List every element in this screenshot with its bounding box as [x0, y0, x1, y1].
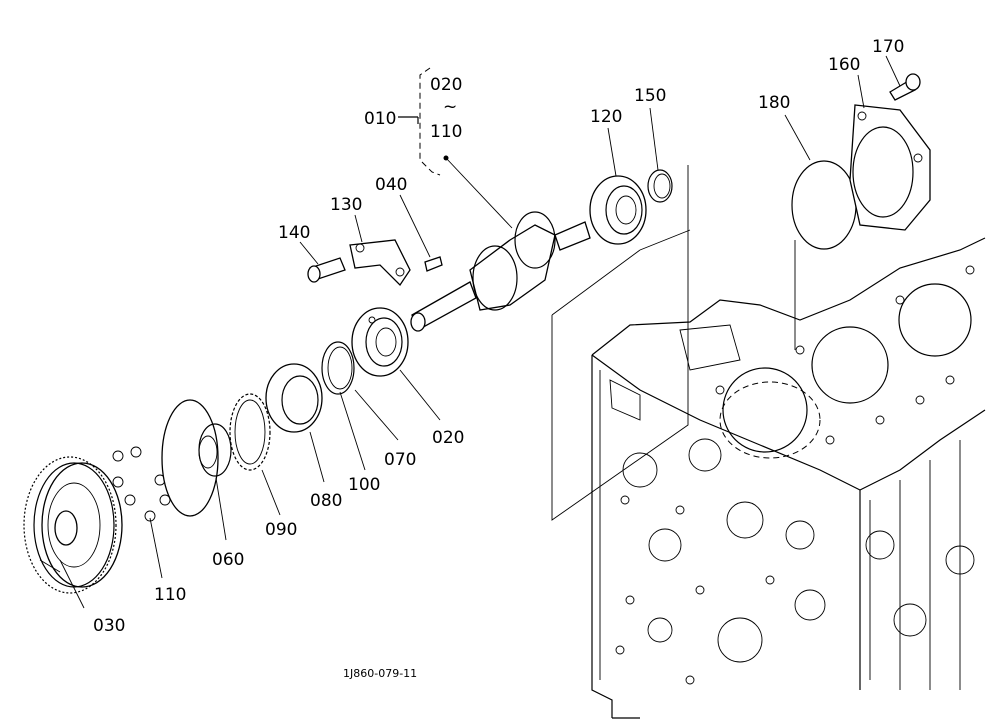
callout-110: 110 — [154, 585, 186, 605]
callout-range-tilde: ~ — [443, 97, 457, 117]
callout-060: 060 — [212, 550, 244, 570]
crank-gear-030 — [23, 456, 123, 594]
callout-020-range-start: 020 — [430, 75, 462, 95]
snap-ring-090 — [229, 393, 271, 471]
callout-140: 140 — [278, 223, 310, 243]
ball-bearing-120 — [589, 175, 647, 245]
block-bolt-holes — [615, 265, 975, 685]
assembly-bracket-010 — [398, 67, 513, 229]
callout-110-range-end: 110 — [430, 122, 462, 142]
circlip-100 — [321, 341, 355, 395]
o-ring-180 — [791, 160, 857, 250]
bearing-case-020 — [351, 307, 409, 377]
key-040 — [424, 256, 443, 272]
crankshaft — [410, 211, 591, 332]
callout-180: 180 — [758, 93, 790, 113]
thrust-plate-060 — [161, 399, 232, 517]
circlip-150 — [647, 169, 673, 203]
callout-070: 070 — [384, 450, 416, 470]
bolt-140 — [307, 257, 346, 283]
callout-120: 120 — [590, 107, 622, 127]
assembly-lines — [551, 165, 796, 521]
callout-030: 030 — [93, 616, 125, 636]
bearing-holder-130 — [349, 239, 411, 287]
callout-040: 040 — [375, 175, 407, 195]
callout-090: 090 — [265, 520, 297, 540]
callout-100: 100 — [348, 475, 380, 495]
callout-020: 020 — [432, 428, 464, 448]
oil-seal-080 — [265, 363, 323, 433]
crankcase-block — [591, 237, 986, 719]
callout-150: 150 — [634, 86, 666, 106]
bearing-cover-160 — [849, 104, 931, 231]
drawing-code: 1J860-079-11 — [343, 667, 417, 680]
callout-170: 170 — [872, 37, 904, 57]
leader-lines — [59, 55, 901, 609]
callout-130: 130 — [330, 195, 362, 215]
callout-160: 160 — [828, 55, 860, 75]
callout-080: 080 — [310, 491, 342, 511]
callout-labels: 010 020 ~ 110 040 130 140 120 150 180 16… — [93, 37, 904, 680]
bolt-170 — [889, 73, 921, 101]
callout-010: 010 — [364, 109, 396, 129]
